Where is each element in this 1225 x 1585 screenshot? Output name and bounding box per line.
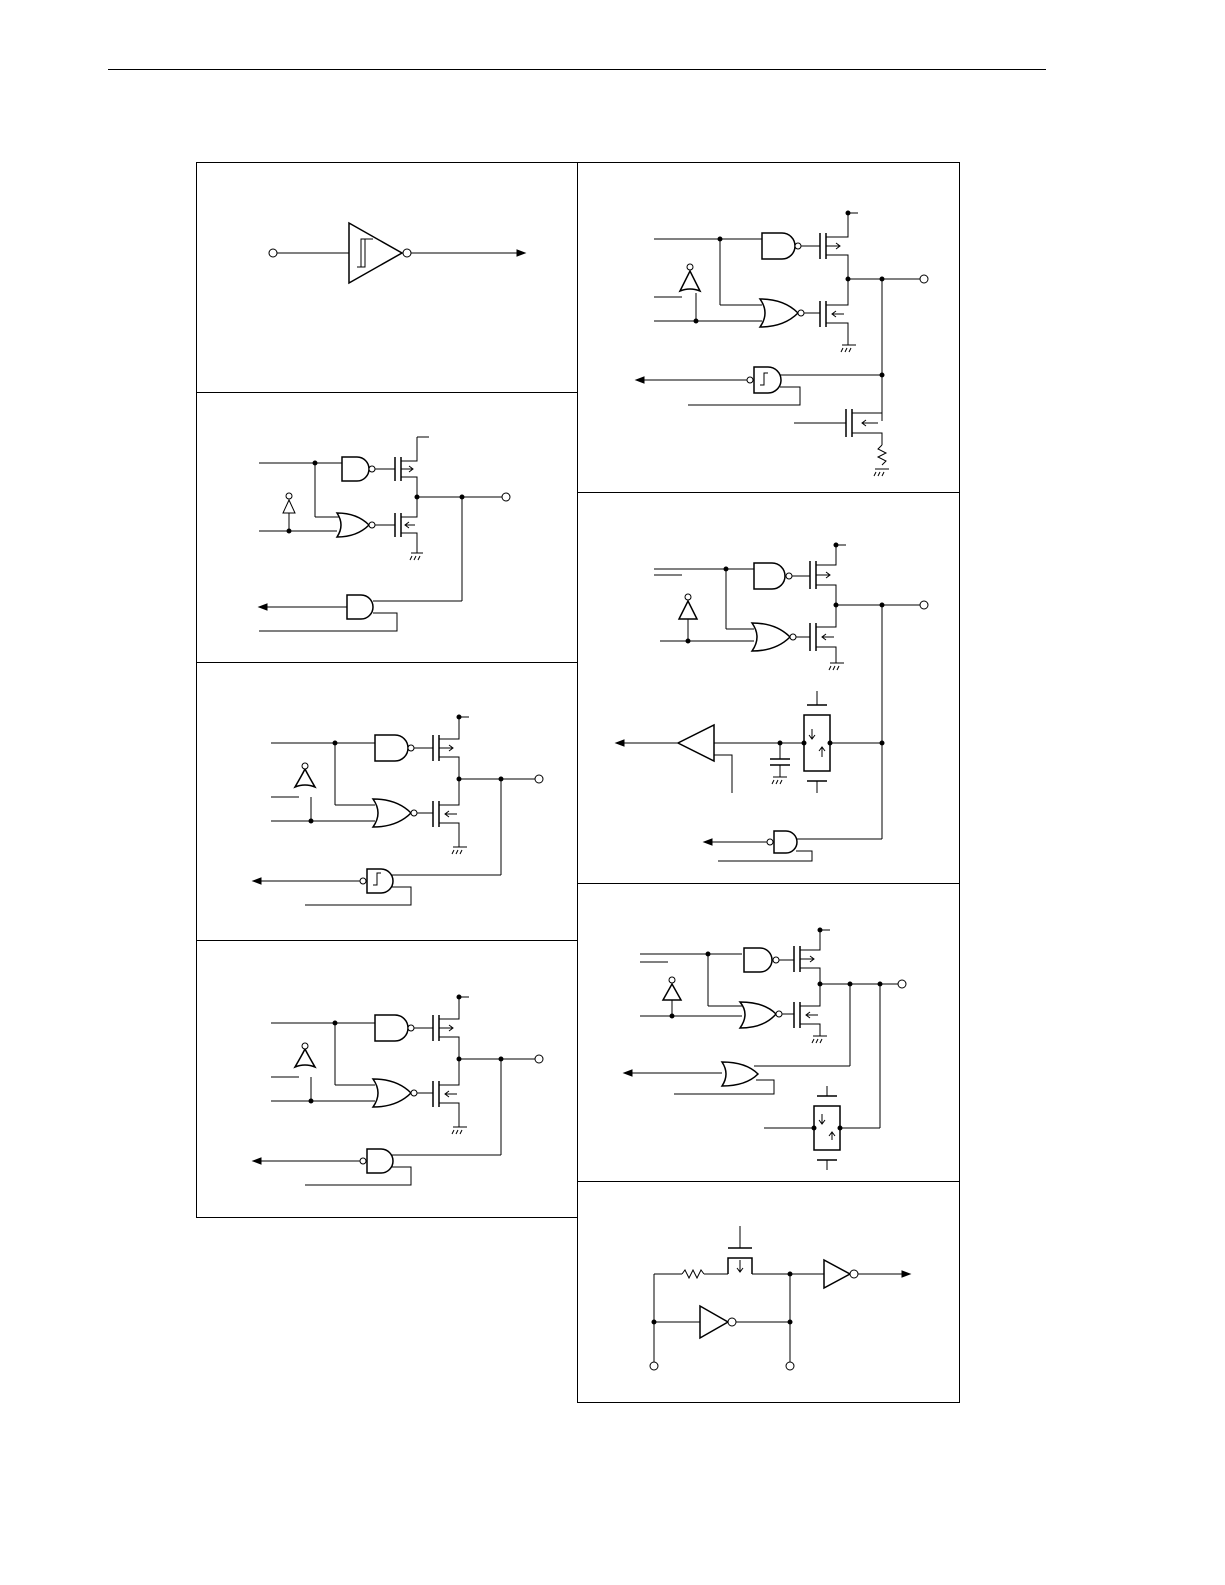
ground-icon xyxy=(829,663,844,670)
pmos-transistor-icon xyxy=(439,745,453,751)
input-arrow-icon xyxy=(253,1158,261,1164)
nmos-transistor-icon xyxy=(822,634,834,640)
output-arrow-icon xyxy=(517,250,525,256)
input-terminal-icon xyxy=(269,249,277,257)
io-port-circuit-panel-2 xyxy=(196,662,579,942)
input-arrow-icon xyxy=(624,1070,632,1076)
ground-icon xyxy=(841,345,856,352)
enable-or-gate-icon xyxy=(680,271,700,291)
input-or-gate-icon xyxy=(722,1062,758,1086)
io-port-circuit-panel-3 xyxy=(196,940,579,1218)
pmos-transistor-icon xyxy=(800,956,814,962)
ground-icon xyxy=(452,1127,467,1134)
nand-gate-icon xyxy=(375,1015,408,1041)
nand-gate-icon xyxy=(754,563,785,589)
nmos-transistor-icon xyxy=(445,811,457,817)
oscillator-inverter-icon xyxy=(700,1306,728,1338)
schmitt-input-circuit-panel xyxy=(196,162,579,394)
nmos-transistor-icon xyxy=(445,1091,457,1097)
pmos-transistor-icon xyxy=(826,243,840,249)
schmitt-and-gate-icon xyxy=(754,367,781,393)
nand-gate-icon xyxy=(342,457,369,481)
oscillator-schematic xyxy=(578,1182,961,1404)
x2-terminal-icon xyxy=(786,1362,794,1370)
io-pin-terminal-icon xyxy=(502,493,510,501)
enable-inverter-icon xyxy=(283,500,295,513)
enable-or-gate-icon xyxy=(295,769,315,787)
ground-icon xyxy=(874,469,889,476)
oscillator-circuit-panel xyxy=(577,1181,960,1403)
nor-gate-icon xyxy=(760,299,798,327)
comparator-icon xyxy=(678,725,714,761)
hysteresis-icon xyxy=(357,239,373,267)
nand-gate-icon xyxy=(744,948,772,972)
input-arrow-icon xyxy=(259,604,267,610)
enable-inverter-icon xyxy=(679,601,697,619)
io-port-schematic-2 xyxy=(197,663,580,943)
io-pin-terminal-icon xyxy=(920,601,928,609)
input-and-gate-icon xyxy=(774,831,797,853)
pmos-transistor-icon xyxy=(439,1025,453,1031)
ground-icon xyxy=(812,1036,827,1043)
input-arrow-icon xyxy=(636,377,644,383)
io-pin-terminal-icon xyxy=(535,775,543,783)
clock-output-arrow-icon xyxy=(902,1271,910,1277)
io-pin-terminal-icon xyxy=(920,275,928,283)
io-port-schematic-3 xyxy=(197,941,580,1219)
output-inverter-icon xyxy=(824,1260,850,1288)
input-arrow-icon xyxy=(616,740,624,746)
io-port-circuit-panel-4 xyxy=(577,162,960,494)
pmos-transistor-icon xyxy=(401,466,413,472)
page-top-rule xyxy=(108,69,1046,70)
io-pin-terminal-icon xyxy=(535,1055,543,1063)
ground-icon xyxy=(452,847,467,854)
io-port-schematic-4 xyxy=(578,163,961,495)
pmos-transistor-icon xyxy=(816,572,830,578)
enable-or-gate-icon xyxy=(295,1049,315,1067)
nor-gate-icon xyxy=(373,1079,411,1107)
nand-gate-icon xyxy=(375,735,408,761)
io-port-circuit-panel-6 xyxy=(577,883,960,1183)
nmos-transistor-icon xyxy=(405,522,415,528)
nand-gate-icon xyxy=(762,233,795,259)
nor-gate-icon xyxy=(752,623,790,651)
pull-down-transistor-icon xyxy=(862,420,878,426)
inverting-bubble-icon xyxy=(403,249,411,257)
enable-inverter-icon xyxy=(663,984,681,1000)
schmitt-input-schematic xyxy=(197,163,580,395)
analog-switch-icon xyxy=(814,1106,840,1150)
schmitt-buffer-icon xyxy=(349,223,402,283)
io-pin-terminal-icon xyxy=(898,980,906,988)
ground-icon xyxy=(772,777,787,784)
io-port-schematic-6 xyxy=(578,884,961,1184)
ground-icon xyxy=(410,553,423,560)
input-and-gate-icon xyxy=(367,1149,393,1173)
input-and-gate-icon xyxy=(347,595,373,619)
nmos-transistor-icon xyxy=(832,311,844,317)
io-port-circuit-panel-1 xyxy=(196,392,579,664)
io-port-circuit-panel-5 xyxy=(577,492,960,885)
io-port-schematic-5 xyxy=(578,493,961,886)
feedback-resistor-icon xyxy=(682,1270,704,1278)
io-port-schematic-1 xyxy=(197,393,580,665)
input-arrow-icon xyxy=(253,878,261,884)
nmos-transistor-icon xyxy=(806,1012,818,1018)
nor-gate-icon xyxy=(740,1002,776,1028)
nor-gate-icon xyxy=(337,513,369,537)
nor-gate-icon xyxy=(373,799,411,827)
analog-switch-icon xyxy=(804,715,830,771)
pull-down-resistor-icon xyxy=(878,445,886,465)
x1-terminal-icon xyxy=(650,1362,658,1370)
